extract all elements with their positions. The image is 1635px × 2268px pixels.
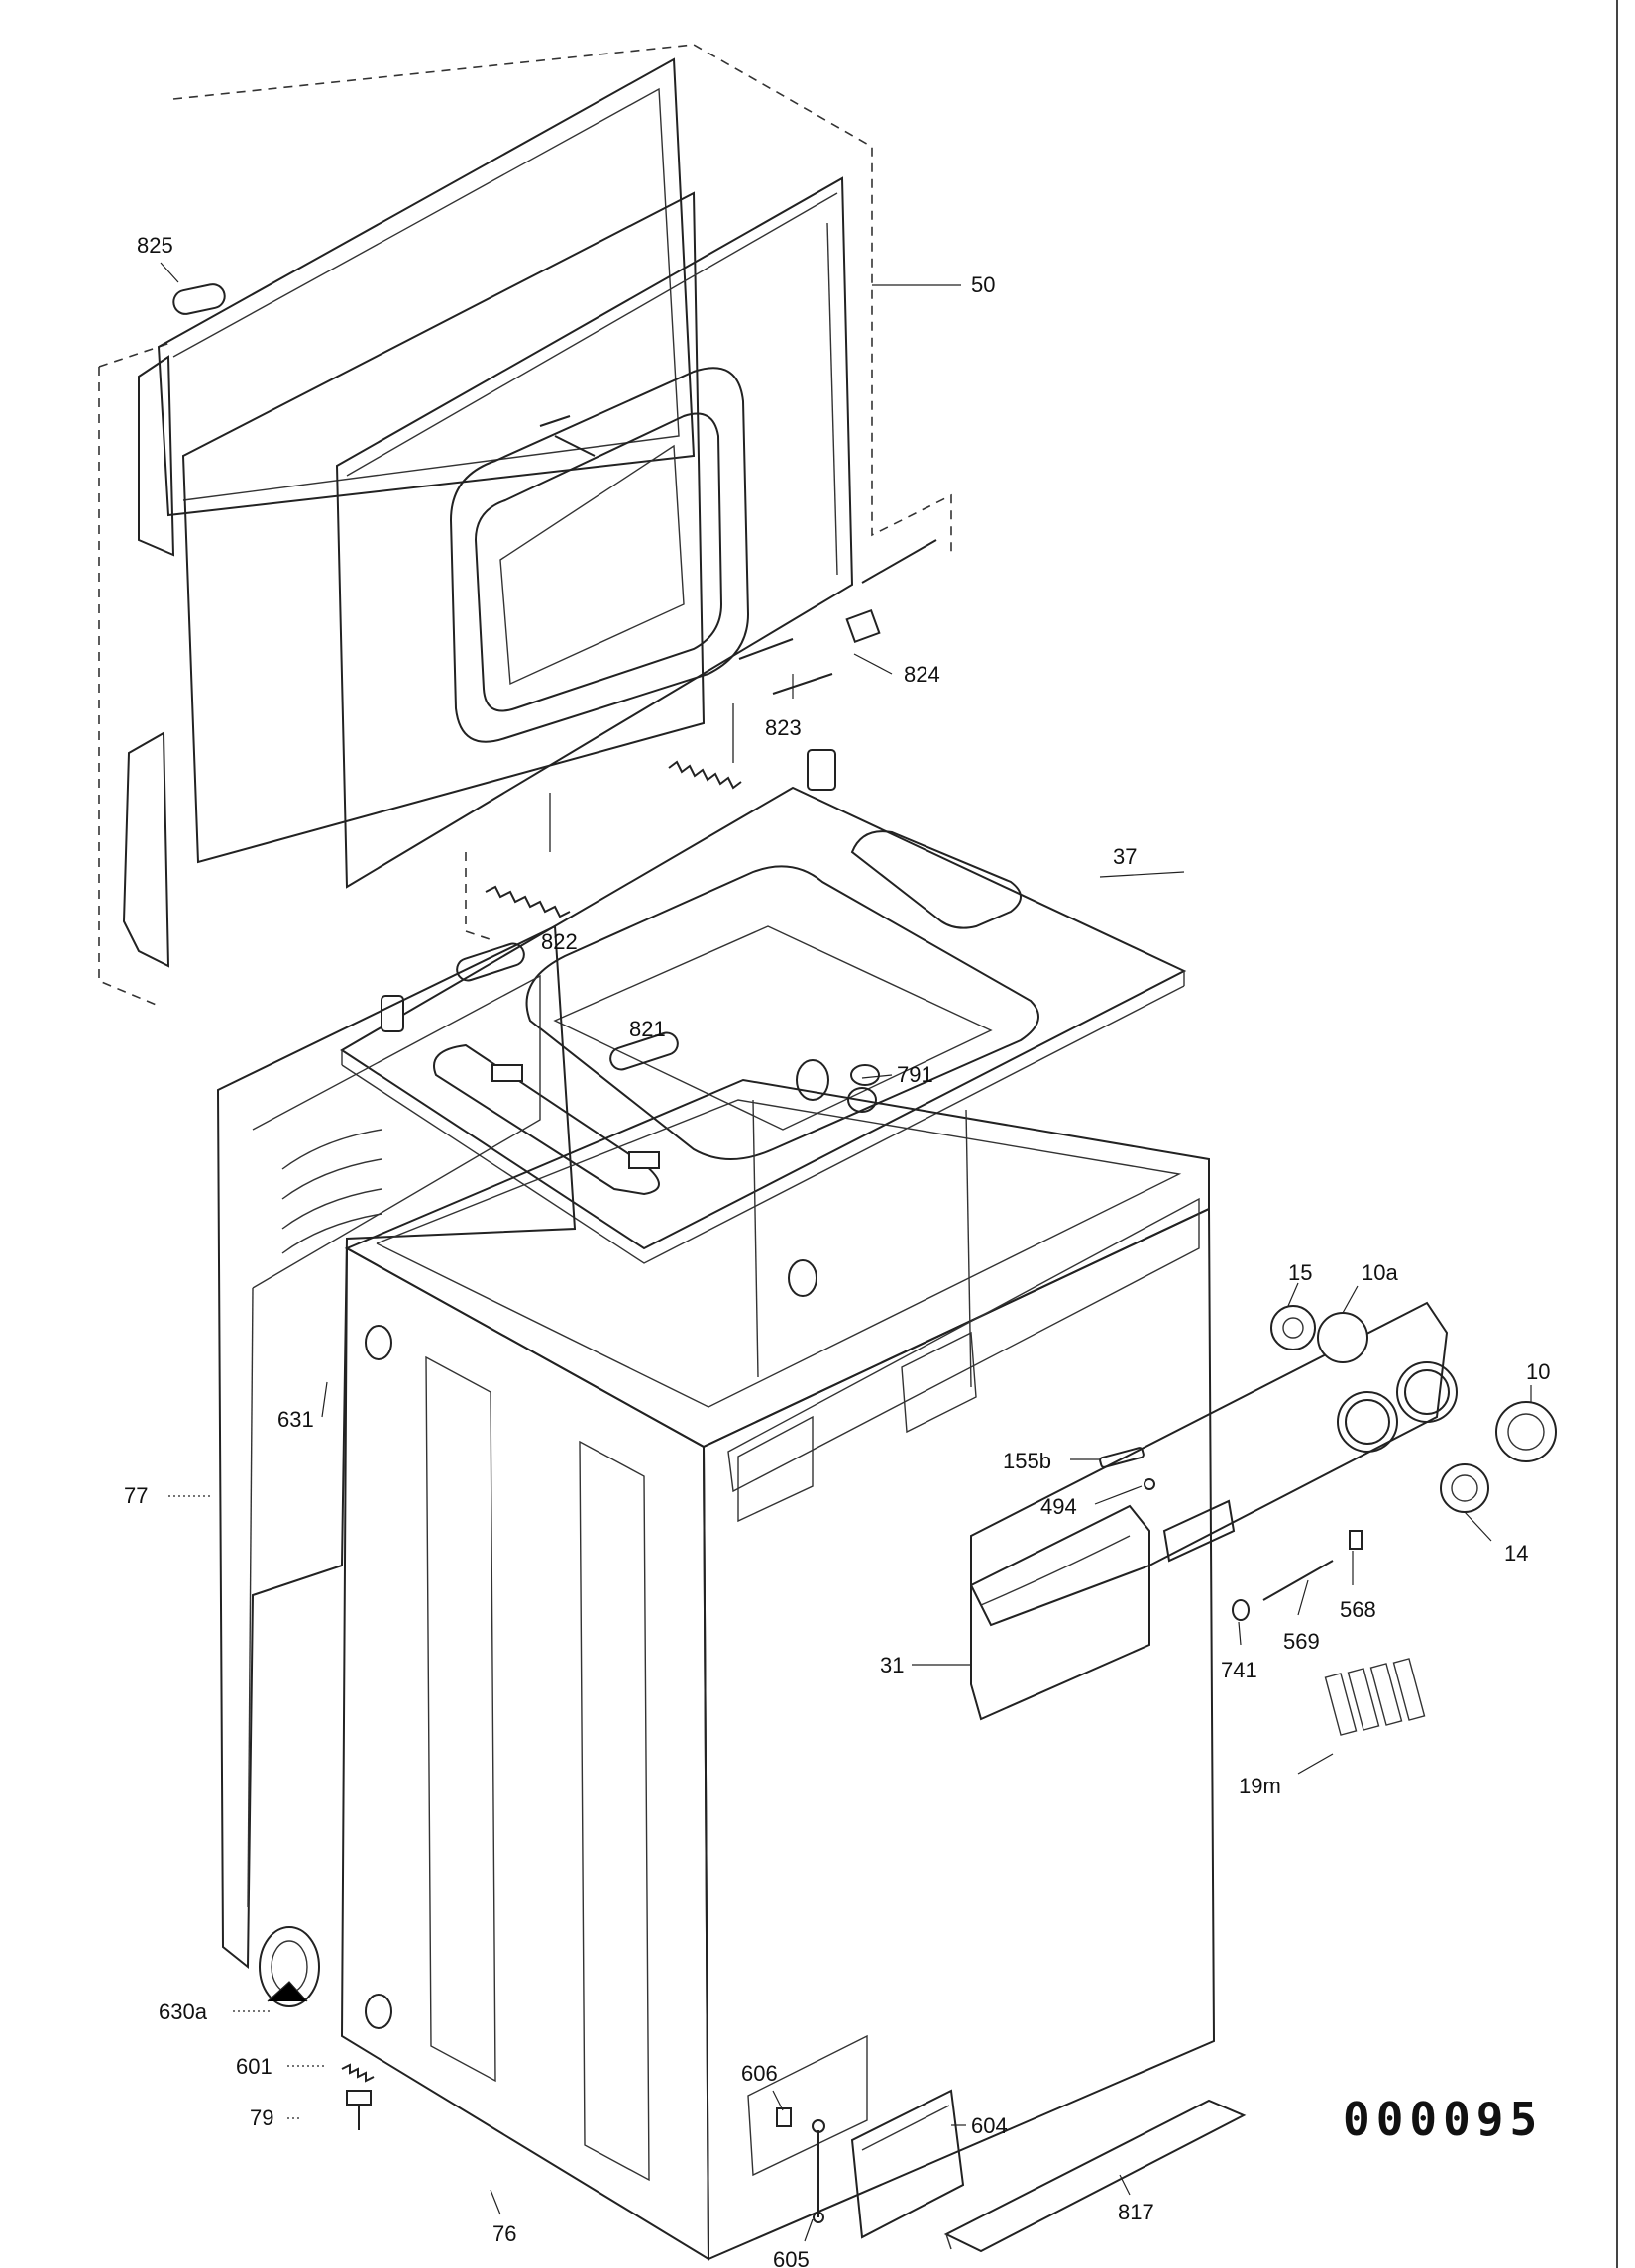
callout-50: 50 [971, 272, 995, 297]
top-panel [340, 749, 1187, 1264]
callout-568: 568 [1340, 1597, 1376, 1622]
callout-821: 821 [629, 1017, 666, 1041]
callout-630a: 630a [159, 1999, 208, 2024]
callout-604: 604 [971, 2113, 1008, 2138]
callout-155b: 155b [1003, 1449, 1051, 1473]
callout-37: 37 [1113, 844, 1137, 869]
callout-79: 79 [250, 2106, 273, 2130]
callout-76: 76 [492, 2221, 516, 2246]
lid-assembly [98, 44, 952, 1007]
callout-10a: 10a [1362, 1260, 1398, 1285]
callout-labels: 825 50 824 823 37 822 821 791 15 10a 10 … [124, 233, 1550, 2268]
cabinet [340, 1078, 1247, 2261]
diagram-code: 000095 [1343, 2093, 1543, 2146]
callout-15: 15 [1288, 1260, 1312, 1285]
callout-606: 606 [741, 2061, 778, 2086]
callout-791: 791 [897, 1062, 933, 1087]
callout-10: 10 [1526, 1359, 1550, 1384]
callout-631: 631 [277, 1407, 314, 1432]
leader-lines [160, 262, 1532, 2242]
callout-569: 569 [1283, 1629, 1320, 1654]
back-panel [216, 924, 577, 1970]
callout-601: 601 [236, 2054, 272, 2079]
callout-14: 14 [1504, 1541, 1528, 1566]
callout-605: 605 [773, 2247, 810, 2268]
callout-77: 77 [124, 1483, 148, 1508]
callout-824: 824 [904, 662, 940, 687]
callout-31: 31 [880, 1653, 904, 1677]
callout-494: 494 [1040, 1494, 1077, 1519]
callout-825: 825 [137, 233, 173, 258]
callout-822: 822 [541, 929, 578, 954]
callout-19m: 19m [1239, 1774, 1281, 1798]
callout-741: 741 [1221, 1658, 1257, 1682]
callout-817: 817 [1118, 2200, 1154, 2224]
control-panel [259, 1301, 1557, 2223]
callout-823: 823 [765, 715, 802, 740]
